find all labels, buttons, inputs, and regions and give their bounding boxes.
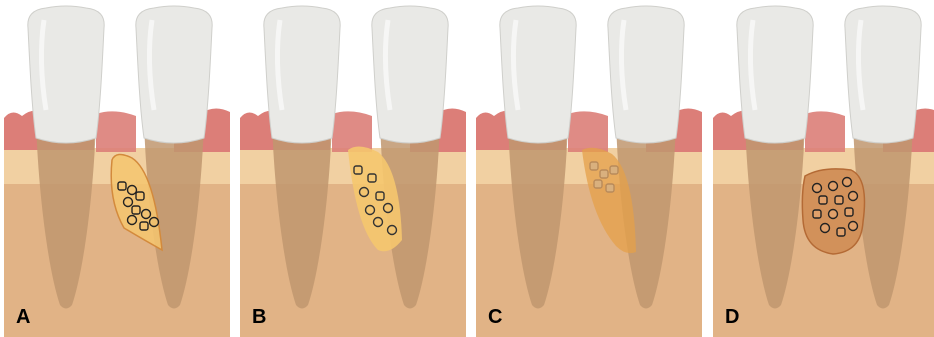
panel-illustration [713, 0, 934, 337]
graft-particle [600, 170, 608, 178]
panel-illustration [240, 0, 466, 337]
tooth-crown [264, 6, 340, 143]
tooth-crown [737, 6, 813, 143]
gingiva-papilla [805, 111, 845, 152]
gingiva-papilla [568, 111, 608, 152]
panel-illustration [476, 0, 702, 337]
defect-site [802, 169, 864, 254]
gingiva-papilla [332, 111, 372, 152]
tooth-crown [500, 6, 576, 143]
graft-particle [845, 208, 853, 216]
panel-a: A [4, 0, 230, 337]
tooth-crown [28, 6, 104, 143]
graft-particle [829, 210, 838, 219]
panel-d: D [713, 0, 934, 337]
panel-label: D [725, 306, 739, 329]
graft-particle [829, 182, 838, 191]
graft-particle [821, 224, 830, 233]
graft-particle [843, 178, 852, 187]
graft-particle [606, 184, 614, 192]
panel-b: B [240, 0, 466, 337]
tooth-crown [845, 6, 921, 143]
graft-particle [849, 192, 858, 201]
tooth-crown [608, 6, 684, 143]
graft-particle [610, 166, 618, 174]
tooth-crown [136, 6, 212, 143]
graft-particle [594, 180, 602, 188]
graft-particle [849, 222, 858, 231]
graft-particle [813, 210, 821, 218]
panel-label: C [488, 306, 502, 329]
graft-particle [813, 184, 822, 193]
graft-particle [835, 196, 843, 204]
graft-particle [590, 162, 598, 170]
gingiva-papilla [96, 111, 136, 152]
graft-particle [819, 196, 827, 204]
panel-c: C [476, 0, 702, 337]
graft-particle [837, 228, 845, 236]
panel-illustration [4, 0, 230, 337]
tooth-crown [372, 6, 448, 143]
panel-label: A [16, 306, 30, 329]
panel-label: B [252, 306, 266, 329]
